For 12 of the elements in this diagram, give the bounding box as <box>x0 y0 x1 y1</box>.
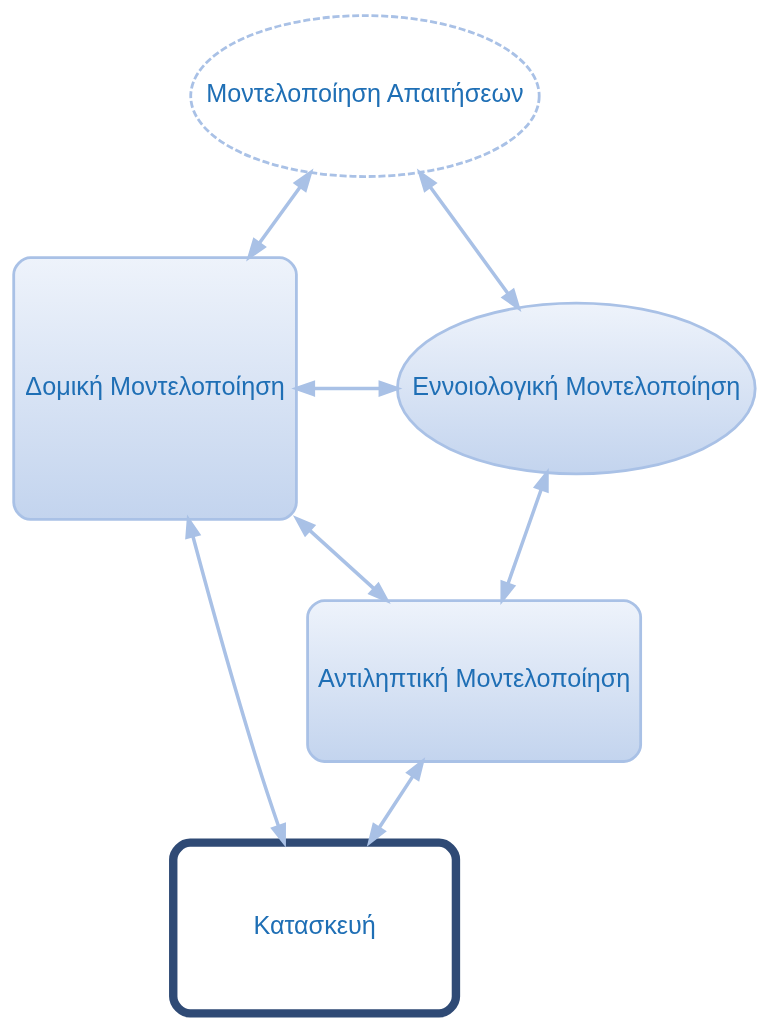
node-box: Δομική Μοντελοποίηση <box>12 255 298 521</box>
arrow <box>500 467 549 605</box>
arrow <box>246 168 314 261</box>
arrow <box>416 168 522 312</box>
node-box: Αντιληπτική Μοντελοποίηση <box>306 598 643 763</box>
node-box: Κατασκευή <box>169 837 461 1018</box>
node-ellipse: Μοντελοποίηση Απαιτήσεων <box>189 13 541 178</box>
arrow <box>185 513 286 848</box>
arrow <box>291 379 403 397</box>
arrow <box>292 514 391 604</box>
arrow <box>366 756 426 847</box>
node-ellipse: Εννοιολογική Μοντελοποίηση <box>396 301 757 475</box>
